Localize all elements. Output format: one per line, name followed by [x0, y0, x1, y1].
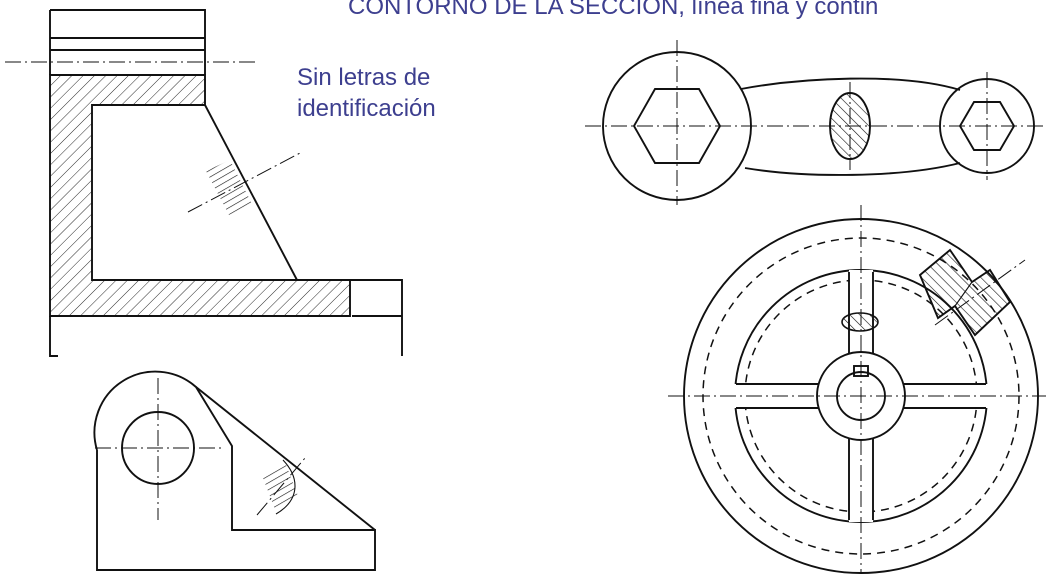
- handwheel-view: [668, 205, 1046, 574]
- note-line-2: identificación: [297, 95, 436, 122]
- bracket-section-view: [5, 9, 403, 357]
- spoke-revolved-section: [841, 312, 879, 332]
- connecting-rod-view: [585, 40, 1046, 205]
- note-line-1: Sin letras de: [297, 64, 431, 91]
- bracket-section-hatch: [49, 74, 351, 317]
- no-identification-letters-note: Sin letras de identificación: [297, 62, 436, 124]
- bearing-block-view: [93, 370, 376, 571]
- rib-revolved-section: [206, 160, 252, 215]
- section-outline-caption: CONTORNO DE LA SECCIÓN, línea fina y con…: [348, 0, 879, 20]
